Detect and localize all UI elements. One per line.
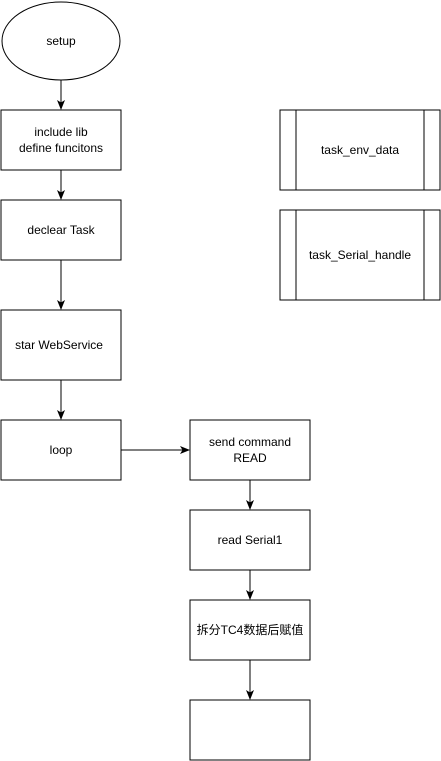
send-command-box xyxy=(189,419,311,481)
task-serial-handle-node: task_Serial_handle xyxy=(279,209,441,301)
setup-label: setup xyxy=(46,34,76,48)
include-lib-label-line2: define funcitons xyxy=(19,141,103,155)
send-command-label-line2: READ xyxy=(233,451,267,465)
declear-task-node: declear Task xyxy=(0,199,122,261)
task-env-data-node: task_env_data xyxy=(279,109,441,191)
setup-node: setup xyxy=(1,1,121,81)
star-webservice-node: star WebService xyxy=(0,309,122,381)
task-serial-handle-box xyxy=(279,209,441,301)
empty-box xyxy=(189,699,311,761)
include-lib-box xyxy=(0,109,122,171)
task-env-data-label: task_env_data xyxy=(321,143,399,157)
read-serial1-node: read Serial1 xyxy=(189,509,311,571)
star-webservice-label: star WebService xyxy=(15,338,103,352)
task-serial-handle-label: task_Serial_handle xyxy=(309,248,411,262)
split-tc4-box xyxy=(189,599,311,661)
star-webservice-box xyxy=(0,309,122,381)
loop-node: loop xyxy=(0,419,122,481)
send-command-label-line1: send command xyxy=(209,435,291,449)
split-tc4-label: 拆分TC4数据后赋值 xyxy=(197,622,304,637)
declear-task-label: declear Task xyxy=(27,223,95,237)
loop-label: loop xyxy=(50,443,73,457)
task-env-data-box xyxy=(279,109,441,191)
send-command-node: send command READ xyxy=(189,419,311,481)
include-lib-label-line1: include lib xyxy=(34,125,88,139)
empty-node xyxy=(189,699,311,761)
split-tc4-node: 拆分TC4数据后赋值 xyxy=(189,599,311,661)
include-lib-node: include lib define funcitons xyxy=(0,109,122,171)
read-serial1-label: read Serial1 xyxy=(218,533,283,547)
declear-task-box xyxy=(0,199,122,261)
loop-box xyxy=(0,419,122,481)
